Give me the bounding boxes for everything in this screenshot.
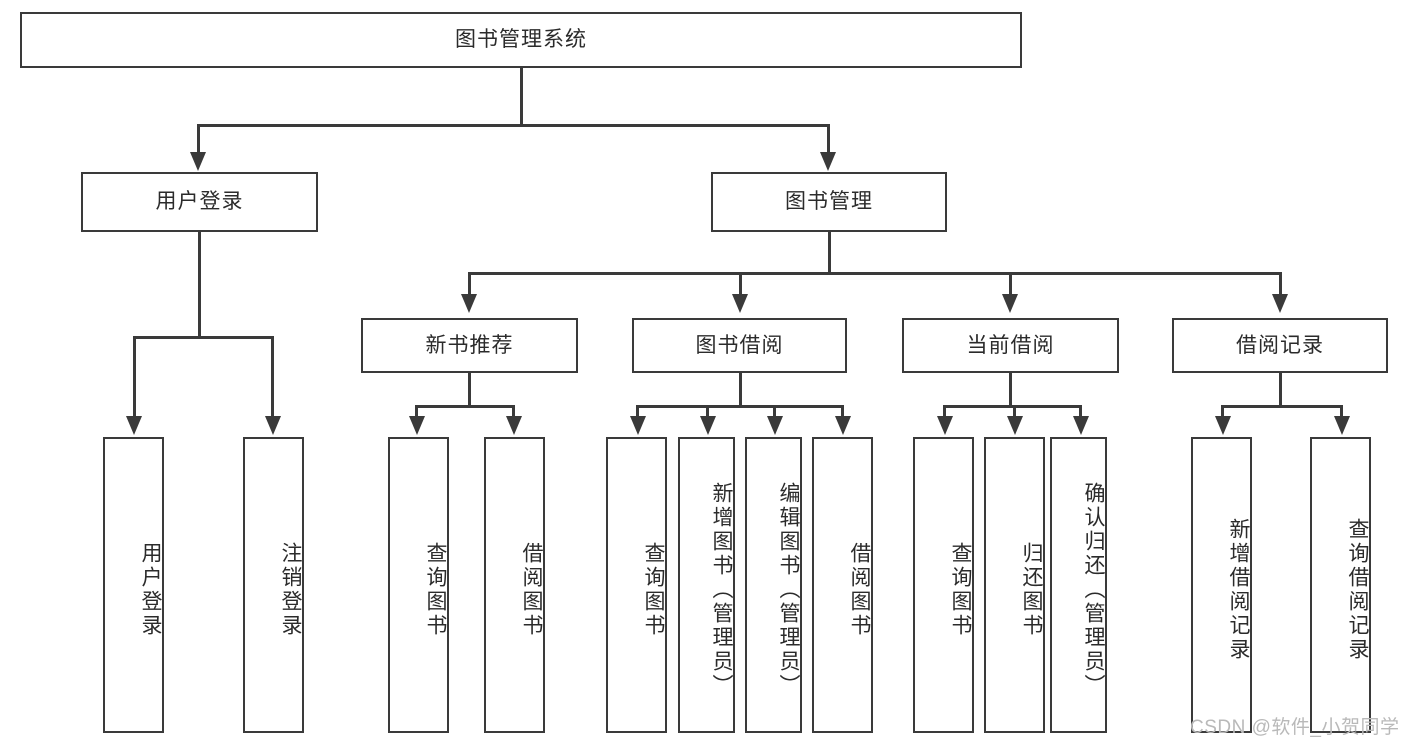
arrow-book-mgmt-to-records <box>1272 294 1288 313</box>
edge-root-stem <box>520 68 523 124</box>
leaf-query-books-current[interactable]: 查询图书 <box>913 437 974 733</box>
arrow-root-to-user-login <box>190 152 206 171</box>
arrow-book-mgmt-to-current <box>1002 294 1018 313</box>
arrow-borrow-to-leaf3 <box>767 416 783 435</box>
node-label: 查询图书 <box>949 542 972 638</box>
edge-records-to-leaf1 <box>1221 405 1224 419</box>
arrow-new-books-to-leaf1 <box>409 416 425 435</box>
arrow-current-to-leaf1 <box>937 416 953 435</box>
edge-root-to-book-mgmt <box>827 124 830 154</box>
edge-root-bar <box>197 124 830 127</box>
node-label: 查询图书 <box>424 542 447 638</box>
edge-records-stem <box>1279 373 1282 405</box>
node-current-borrow[interactable]: 当前借阅 <box>902 318 1119 373</box>
node-label: 图书借阅 <box>695 333 784 357</box>
leaf-add-borrow-record[interactable]: 新增借阅记录 <box>1191 437 1252 733</box>
leaf-query-books-recommend[interactable]: 查询图书 <box>388 437 449 733</box>
edge-borrow-to-leaf2 <box>706 405 709 419</box>
edge-borrow-stem <box>739 373 742 405</box>
leaf-add-book-admin[interactable]: 新增图书（管理员） <box>678 437 735 733</box>
leaf-logout[interactable]: 注销登录 <box>243 437 304 733</box>
edge-records-bar <box>1221 405 1343 408</box>
arrow-root-to-book-mgmt <box>820 152 836 171</box>
node-label: 图书管理系统 <box>455 28 587 52</box>
edge-current-to-leaf3 <box>1079 405 1082 419</box>
arrow-borrow-to-leaf4 <box>835 416 851 435</box>
edge-book-mgmt-to-borrow <box>739 272 742 296</box>
edge-user-login-stem <box>198 232 201 336</box>
arrow-user-login-to-leaf1 <box>126 416 142 435</box>
leaf-confirm-return-admin[interactable]: 确认归还（管理员） <box>1050 437 1107 733</box>
arrow-borrow-to-leaf1 <box>630 416 646 435</box>
node-book-borrow[interactable]: 图书借阅 <box>632 318 847 373</box>
edge-current-stem <box>1009 373 1012 405</box>
node-label: 归还图书 <box>1020 542 1043 638</box>
arrow-new-books-to-leaf2 <box>506 416 522 435</box>
edge-borrow-bar <box>636 405 844 408</box>
node-label: 新增图书（管理员） <box>710 482 733 698</box>
edge-current-to-leaf2 <box>1013 405 1016 419</box>
node-label: 借阅图书 <box>848 542 871 638</box>
edge-book-mgmt-to-records <box>1279 272 1282 296</box>
arrow-book-mgmt-to-new-books <box>461 294 477 313</box>
edge-borrow-to-leaf1 <box>636 405 639 419</box>
arrow-records-to-leaf2 <box>1334 416 1350 435</box>
arrow-book-mgmt-to-borrow <box>732 294 748 313</box>
arrow-current-to-leaf3 <box>1073 416 1089 435</box>
edge-user-login-bar <box>133 336 271 339</box>
node-new-book-recommend[interactable]: 新书推荐 <box>361 318 578 373</box>
edge-book-mgmt-stem <box>828 232 831 272</box>
node-user-login[interactable]: 用户登录 <box>81 172 318 232</box>
node-borrow-records[interactable]: 借阅记录 <box>1172 318 1388 373</box>
leaf-return-books[interactable]: 归还图书 <box>984 437 1045 733</box>
leaf-user-login[interactable]: 用户登录 <box>103 437 164 733</box>
edge-user-login-to-leaf2 <box>271 336 274 418</box>
edge-current-bar <box>943 405 1080 408</box>
node-label: 确认归还（管理员） <box>1082 482 1105 698</box>
edge-new-books-to-leaf2 <box>512 405 515 419</box>
node-label: 注销登录 <box>279 542 302 638</box>
leaf-borrow-books[interactable]: 借阅图书 <box>812 437 873 733</box>
arrow-records-to-leaf1 <box>1215 416 1231 435</box>
edge-new-books-to-leaf1 <box>415 405 418 419</box>
arrow-current-to-leaf2 <box>1007 416 1023 435</box>
node-label: 新增借阅记录 <box>1227 518 1250 662</box>
leaf-edit-book-admin[interactable]: 编辑图书（管理员） <box>745 437 802 733</box>
leaf-borrow-books-recommend[interactable]: 借阅图书 <box>484 437 545 733</box>
edge-records-to-leaf2 <box>1340 405 1343 419</box>
node-label: 当前借阅 <box>966 333 1055 357</box>
edge-book-mgmt-to-new-books <box>468 272 471 296</box>
node-label: 用户登录 <box>155 190 244 214</box>
node-label: 新书推荐 <box>425 333 514 357</box>
node-label: 借阅图书 <box>520 542 543 638</box>
edge-new-books-stem <box>468 373 471 405</box>
node-label: 借阅记录 <box>1236 333 1324 357</box>
edge-current-to-leaf1 <box>943 405 946 419</box>
arrow-borrow-to-leaf2 <box>700 416 716 435</box>
edge-new-books-bar <box>415 405 515 408</box>
node-label: 图书管理 <box>785 190 873 214</box>
node-book-management[interactable]: 图书管理 <box>711 172 947 232</box>
edge-user-login-to-leaf1 <box>133 336 136 418</box>
edge-book-mgmt-to-current <box>1009 272 1012 296</box>
leaf-query-borrow-record[interactable]: 查询借阅记录 <box>1310 437 1371 733</box>
edge-root-to-user-login <box>197 124 200 154</box>
edge-borrow-to-leaf4 <box>841 405 844 419</box>
arrow-user-login-to-leaf2 <box>265 416 281 435</box>
node-label: 编辑图书（管理员） <box>777 482 800 698</box>
edge-borrow-to-leaf3 <box>773 405 776 419</box>
node-root-system[interactable]: 图书管理系统 <box>20 12 1022 68</box>
node-label: 查询借阅记录 <box>1346 518 1369 662</box>
edge-book-mgmt-bar <box>468 272 1282 275</box>
csdn-watermark: CSDN @软件_小贺同学 <box>1190 717 1400 738</box>
leaf-query-books-borrow[interactable]: 查询图书 <box>606 437 667 733</box>
node-label: 查询图书 <box>642 542 665 638</box>
node-label: 用户登录 <box>139 542 162 638</box>
